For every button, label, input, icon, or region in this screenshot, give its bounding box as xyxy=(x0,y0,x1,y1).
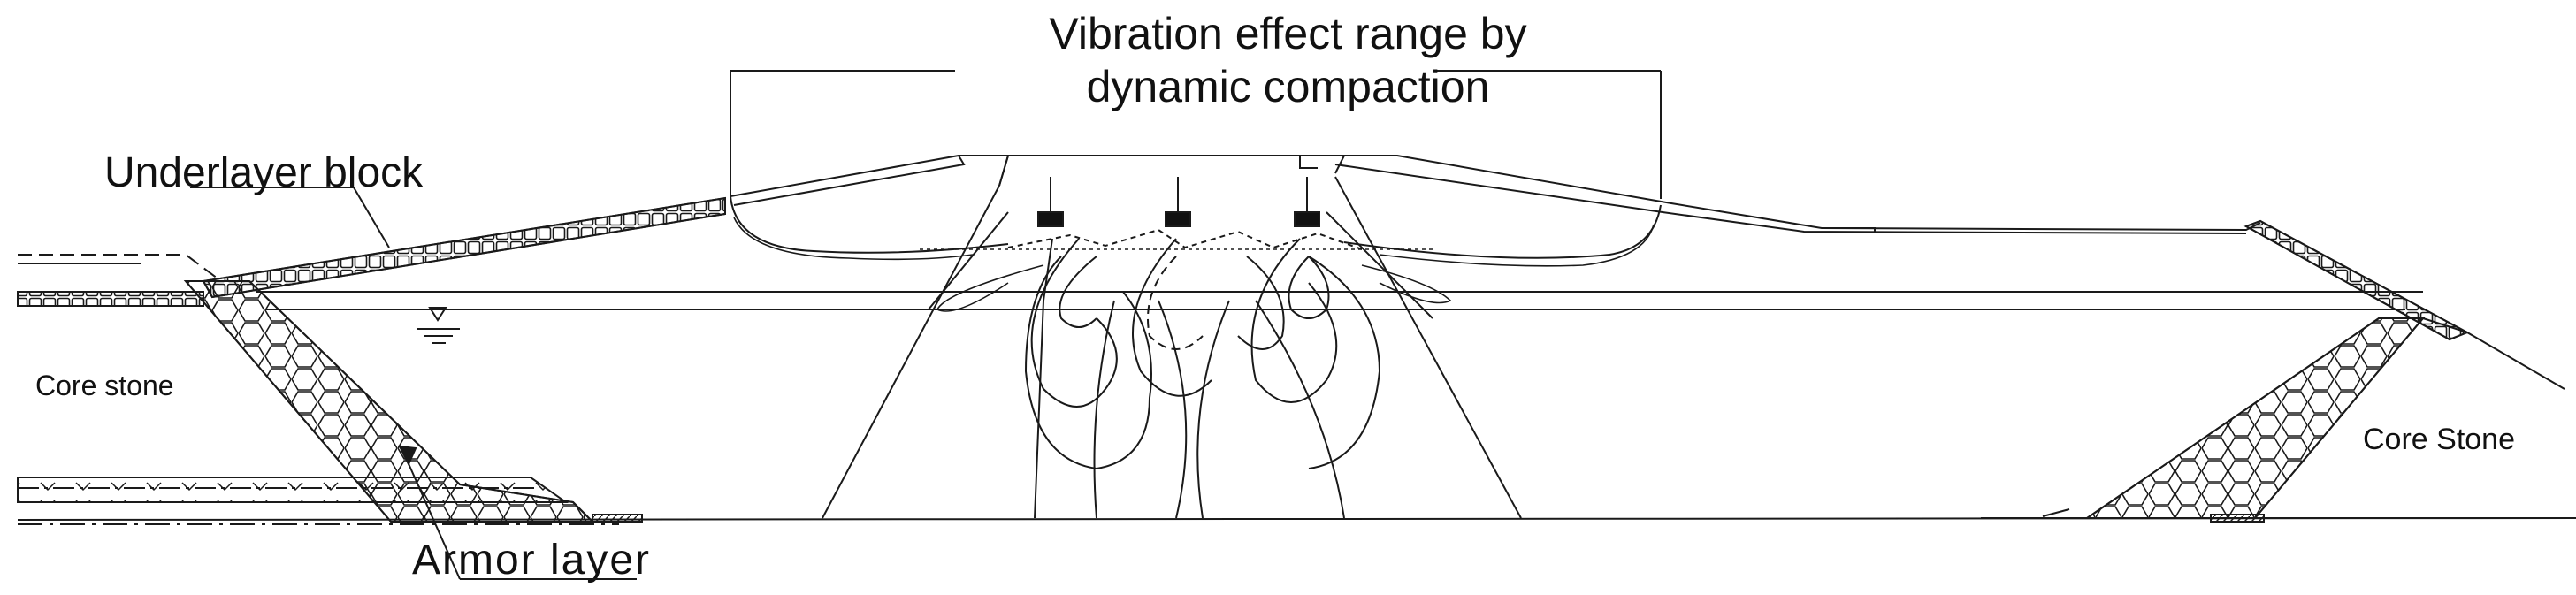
crest-pavement xyxy=(730,154,2261,234)
seabed-hatch-icon xyxy=(592,514,643,523)
left-underlayer-block xyxy=(17,196,726,307)
figure-title: Vibration effect range by dynamic compac… xyxy=(0,7,2576,113)
title-line-2: dynamic compaction xyxy=(1086,62,1490,111)
seabed-hatch-icon xyxy=(2210,514,2265,523)
armor-leader xyxy=(406,459,637,580)
compaction-zone xyxy=(822,176,1522,519)
water-level-triangle-icon xyxy=(428,307,447,322)
title-line-1: Vibration effect range by xyxy=(1049,9,1527,58)
underlayer-block-label: Underlayer block xyxy=(104,149,424,196)
left-core-foundation xyxy=(17,477,569,503)
underlayer-leader xyxy=(190,187,390,248)
vibration-contours xyxy=(920,228,1452,519)
vibration-range-dimension xyxy=(730,70,1662,199)
tamper-block-icon xyxy=(1037,211,1320,227)
core-stone-left-label: Core stone xyxy=(35,370,174,401)
core-stone-right-label: Core Stone xyxy=(2363,423,2515,456)
